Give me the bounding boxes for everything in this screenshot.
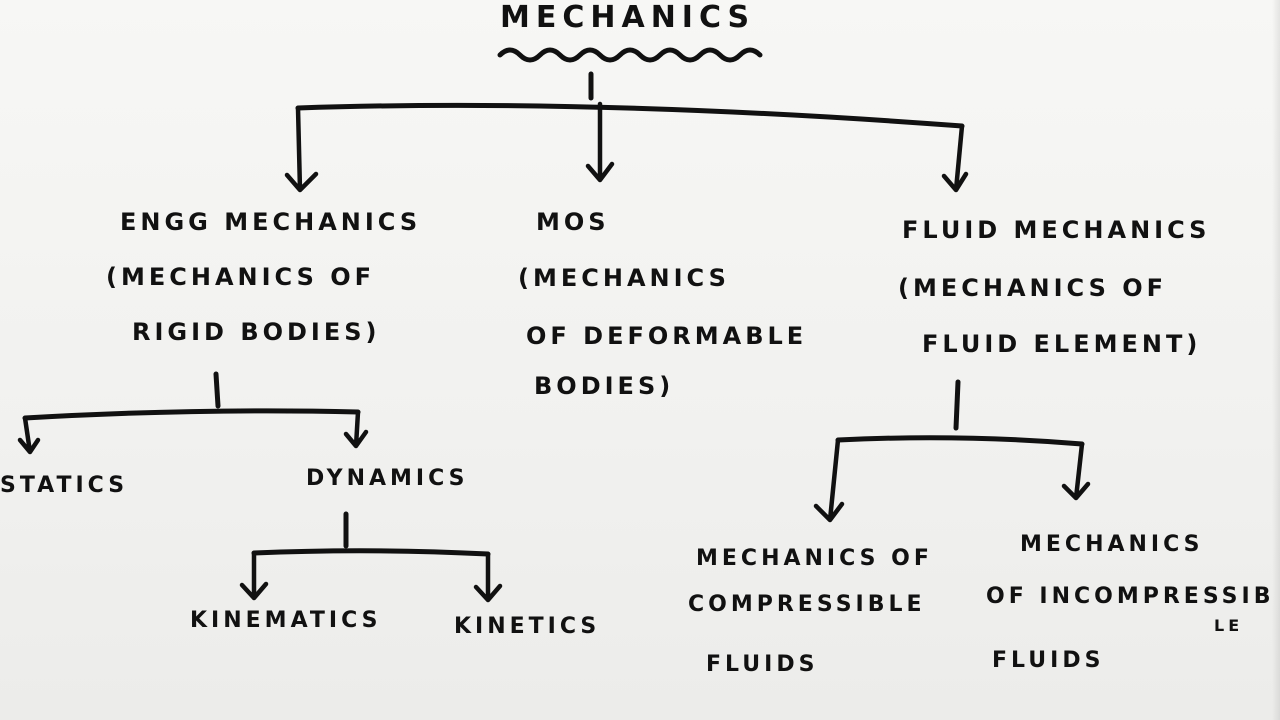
fluid-subtitle-2: FLUID ELEMENT) <box>922 330 1202 358</box>
dynamics-label: DYNAMICS <box>306 466 469 491</box>
incompressible-line-1: MECHANICS <box>1020 532 1204 557</box>
arrow-fluid <box>941 123 969 193</box>
engg-bar <box>22 408 361 421</box>
title-underline <box>497 47 763 63</box>
engg-subtitle-2: RIGID BODIES) <box>132 318 381 346</box>
arrow-dynamics <box>343 409 369 449</box>
engg-stem <box>213 371 221 409</box>
arrow-statics <box>17 415 41 455</box>
compressible-line-2: COMPRESSIBLE <box>688 592 926 617</box>
mos-subtitle-1: (MECHANICS <box>518 264 730 292</box>
incompressible-line-4: FLUIDS <box>992 648 1105 673</box>
compressible-line-1: MECHANICS OF <box>696 546 933 571</box>
engg-title: ENGG MECHANICS <box>120 208 422 236</box>
arrow-kinetics <box>473 551 503 603</box>
statics-label: STATICS <box>0 473 129 498</box>
fluid-subtitle-1: (MECHANICS OF <box>898 274 1168 302</box>
root-title: MECHANICS <box>500 0 756 35</box>
mos-subtitle-2: OF DEFORMABLE <box>526 322 808 350</box>
compressible-line-3: FLUIDS <box>706 652 819 677</box>
kinematics-label: KINEMATICS <box>190 608 382 633</box>
fluid-bar <box>835 435 1085 447</box>
arrow-compressible <box>813 437 845 523</box>
engg-subtitle-1: (MECHANICS OF <box>106 263 376 291</box>
incompressible-line-2: OF INCOMPRESSIB <box>986 584 1275 609</box>
mos-subtitle-3: BODIES) <box>534 372 675 400</box>
arrow-incompressible <box>1061 441 1091 501</box>
kinetics-label: KINETICS <box>454 614 601 639</box>
arrow-mos <box>585 101 615 183</box>
fluid-stem <box>953 379 961 431</box>
board-edge-shadow <box>1272 0 1280 720</box>
mos-title: MOS <box>536 208 610 236</box>
dynamics-bar <box>251 548 491 557</box>
arrow-engg <box>284 105 319 193</box>
fluid-title: FLUID MECHANICS <box>902 216 1211 244</box>
incompressible-line-3: LE <box>1214 616 1244 635</box>
arrow-kinematics <box>239 550 269 601</box>
root-bar <box>295 102 965 129</box>
